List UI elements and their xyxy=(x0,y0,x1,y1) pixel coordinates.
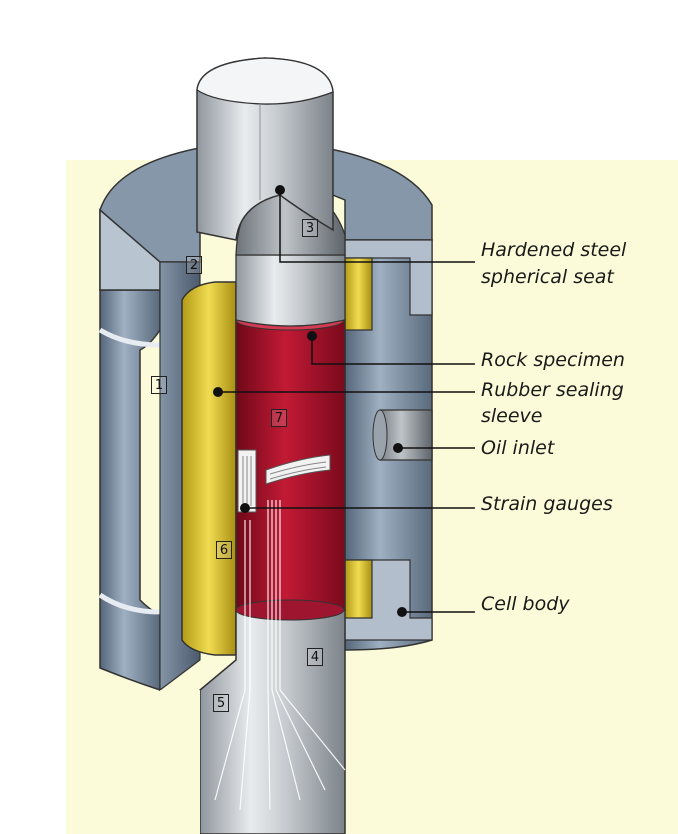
upper-piston-lower xyxy=(235,254,346,327)
label-rubber-sleeve-line1: Rubber sealing xyxy=(481,379,624,401)
label-spherical-seat-line1: Hardened steel xyxy=(481,239,627,261)
part-number-5: 5 xyxy=(213,694,229,712)
label-rubber-sleeve-line2: sleeve xyxy=(481,405,543,427)
lateral-strain-gauge xyxy=(265,454,331,485)
part-number-4: 4 xyxy=(307,648,323,666)
part-number-7: 7 xyxy=(271,409,287,427)
part-number-3: 3 xyxy=(302,219,318,237)
label-cell-body: Cell body xyxy=(481,593,570,615)
part-number-2: 2 xyxy=(186,256,202,274)
label-spherical-seat-line2: spherical seat xyxy=(481,266,614,288)
label-strain-gauges: Strain gauges xyxy=(481,493,613,515)
leader-lines xyxy=(218,190,475,613)
rubber-sealing-sleeve xyxy=(181,281,237,656)
label-oil-inlet: Oil inlet xyxy=(481,437,555,459)
label-rock-specimen: Rock specimen xyxy=(481,349,625,371)
lower-piston xyxy=(199,609,346,834)
gauge-wires xyxy=(214,500,346,811)
cell-body-left-wall xyxy=(99,289,161,692)
part-number-1: 1 xyxy=(151,376,167,394)
part-number-6: 6 xyxy=(216,541,232,559)
leader-dots xyxy=(213,185,407,617)
